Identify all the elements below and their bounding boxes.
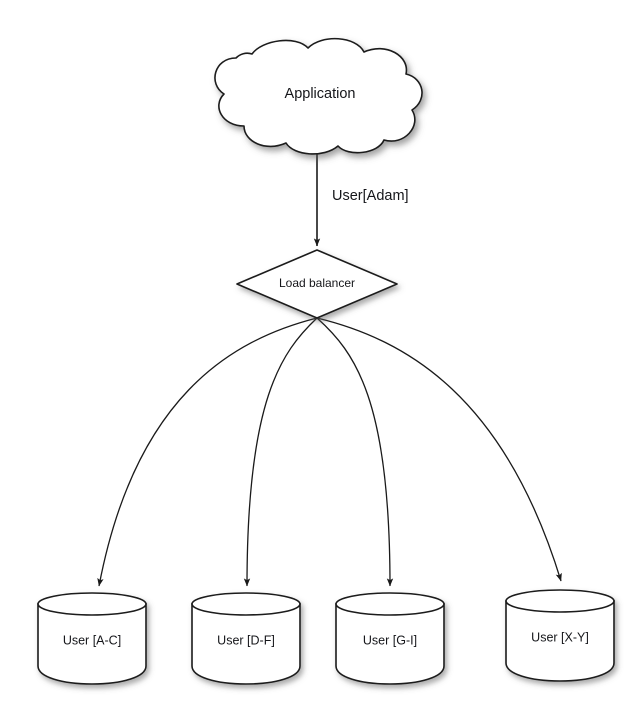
node-shard-2[interactable]: User [G-I] [335,592,445,685]
load-balancer-label: Load balancer [279,276,355,290]
cylinder-top-shard-2 [335,592,445,616]
shard-2-label: User [G-I] [363,633,417,647]
edge-load-balancer-to-shard-3 [316,317,562,582]
cylinder-body-shard-3 [505,600,615,682]
connector-layer [97,150,562,587]
shard-0-label: User [A-C] [63,633,121,647]
edge-load-balancer-to-shard-0 [97,317,318,587]
node-application[interactable]: Application [214,37,423,155]
edge-load-balancer-to-shard-2 [316,317,394,587]
cylinder-body-shard-2 [335,603,445,685]
node-shard-3[interactable]: User [X-Y] [505,589,615,682]
node-shard-1[interactable]: User [D-F] [191,592,301,685]
application-label: Application [285,86,356,102]
shard-1-label: User [D-F] [217,633,275,647]
cylinder-top-shard-3 [505,589,615,613]
diamond-shape [236,249,398,319]
cylinder-body-shard-0 [37,603,147,685]
edge-label-user-adam: User[Adam] [332,188,409,204]
node-load-balancer[interactable]: Load balancer [236,249,398,319]
cylinder-top-shard-0 [37,592,147,616]
cylinder-body-shard-1 [191,603,301,685]
cloud-shape [214,37,423,155]
shard-3-label: User [X-Y] [531,630,589,644]
node-shard-0[interactable]: User [A-C] [37,592,147,685]
edge-load-balancer-to-shard-1 [243,317,318,587]
cylinder-top-shard-1 [191,592,301,616]
